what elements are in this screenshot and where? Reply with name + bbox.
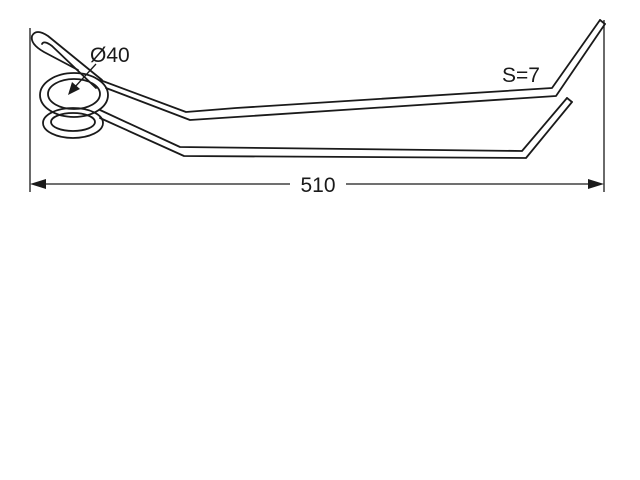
dimension-arrowhead-left [30,179,46,189]
coil-top-inner [47,78,101,110]
diameter-leader [68,63,97,95]
diameter-leader-line [73,63,97,89]
lower-tine [99,97,573,159]
length-label: 510 [300,174,335,197]
length-dimension [29,20,605,192]
diameter-label: Ø40 [90,44,130,67]
upper-tine-top-edge [99,19,601,113]
upper-tine-outer-edge [30,31,103,81]
lower-tine-tip [566,97,573,103]
upper-tine-bottom-edge [105,23,606,121]
upper-tine-inner-edge [41,41,97,89]
dimension-arrowhead-right [588,179,604,189]
coil-bottom-outer [42,107,104,139]
thickness-label: S=7 [502,64,540,87]
lower-tine-bottom-edge [99,101,573,159]
lower-tine-top-edge [99,97,568,152]
coil [39,72,109,139]
diameter-arrowhead [68,82,80,95]
coil-bottom-inner [50,112,96,132]
coil-top-outer [39,72,109,118]
